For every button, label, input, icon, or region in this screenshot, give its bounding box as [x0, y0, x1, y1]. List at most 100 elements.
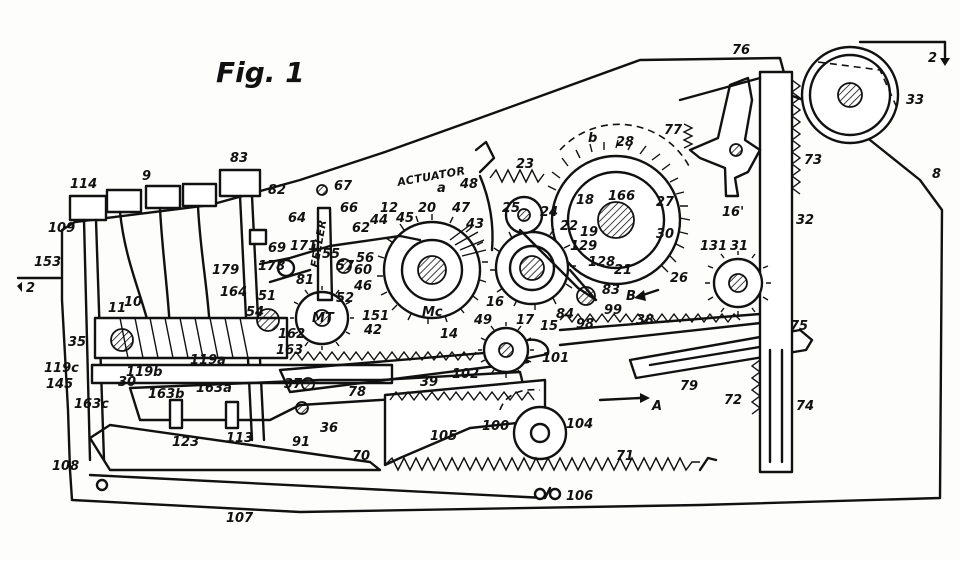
- label-16-prime: 16': [722, 205, 744, 220]
- arrow-A: [598, 393, 650, 403]
- label-21: 21: [614, 263, 632, 278]
- label-62: 62: [352, 221, 370, 236]
- label-119c: 119c: [44, 361, 79, 376]
- label-69: 69: [268, 241, 286, 256]
- label-28: 28: [616, 135, 634, 150]
- gear-16: [490, 224, 576, 310]
- label-19: 19: [580, 225, 598, 240]
- helix-shaft: [93, 308, 289, 360]
- label-38: 38: [636, 313, 654, 328]
- label-48: 48: [459, 177, 478, 192]
- rack-32: [750, 70, 802, 474]
- label-82: 82: [268, 183, 286, 198]
- label-129: 129: [570, 239, 597, 254]
- gear-131: [705, 251, 771, 315]
- label-98: 98: [576, 317, 594, 332]
- gear-27: [547, 123, 691, 286]
- label-44: 44: [369, 213, 388, 228]
- label-20: 20: [418, 201, 436, 216]
- label-163c: 163c: [74, 397, 109, 412]
- label-74: 74: [796, 399, 814, 414]
- svg-text:2: 2: [26, 281, 35, 296]
- label-84: 84: [556, 307, 574, 322]
- label-171: 171: [290, 239, 317, 254]
- label-164: 164: [220, 285, 247, 300]
- label-49: 49: [473, 313, 492, 328]
- label-153: 153: [34, 255, 61, 270]
- reference-numerals: 114 9 83 82 67 66 64 62 12 a 48 23 25 24…: [34, 43, 941, 526]
- label-71: 71: [616, 449, 634, 464]
- label-31: 31: [730, 239, 748, 254]
- label-51: 51: [258, 289, 276, 304]
- label-17: 17: [516, 313, 535, 328]
- label-162: 162: [278, 327, 305, 342]
- label-64: 64: [288, 211, 306, 226]
- label-101: 101: [542, 351, 569, 366]
- label-78: 78: [348, 385, 366, 400]
- label-109: 109: [48, 221, 75, 236]
- label-35: 35: [68, 335, 86, 350]
- label-22: 22: [560, 219, 578, 234]
- label-76: 76: [732, 43, 750, 58]
- feeler-gear: [290, 286, 354, 350]
- actuator-gear: [377, 214, 488, 324]
- label-8: 8: [932, 167, 941, 182]
- pawl-98: [518, 228, 598, 306]
- label-72: 72: [724, 393, 742, 408]
- label-b: b: [588, 131, 597, 146]
- label-91: 91: [292, 435, 310, 450]
- label-9: 9: [142, 169, 151, 184]
- label-119b: 119b: [126, 365, 162, 380]
- label-a: a: [437, 181, 446, 196]
- label-104: 104: [566, 417, 593, 432]
- arrow-B: [634, 288, 660, 301]
- label-56: 56: [356, 251, 374, 266]
- label-36: 36: [320, 421, 338, 436]
- label-54: 54: [246, 305, 264, 320]
- label-99: 99: [604, 303, 622, 318]
- label-55: 55: [322, 247, 340, 262]
- mt-word: MT: [312, 311, 335, 326]
- label-26: 26: [670, 271, 688, 286]
- label-81: 81: [296, 273, 314, 288]
- label-128: 128: [588, 255, 615, 270]
- label-23: 23: [516, 157, 534, 172]
- label-113: 113: [226, 431, 253, 446]
- label-42: 42: [363, 323, 382, 338]
- label-32: 32: [796, 213, 814, 228]
- spring-71: [384, 456, 718, 472]
- label-108: 108: [52, 459, 79, 474]
- label-39: 39: [420, 375, 438, 390]
- spring-23: [474, 140, 545, 252]
- label-30: 30: [656, 227, 674, 242]
- label-18: 18: [576, 193, 594, 208]
- label-179: 179: [212, 263, 239, 278]
- label-15: 15: [540, 319, 558, 334]
- roller-33: [800, 45, 900, 145]
- label-57: 57: [336, 259, 355, 274]
- label-77: 77: [664, 123, 683, 138]
- label-119a: 119a: [190, 353, 226, 368]
- label-178: 178: [258, 259, 285, 274]
- label-163: 163: [276, 343, 303, 358]
- rack-105: [383, 378, 568, 467]
- label-A: A: [651, 399, 662, 414]
- label-30b: 30: [118, 375, 136, 390]
- label-16: 16: [486, 295, 504, 310]
- label-163b: 163b: [148, 387, 184, 402]
- label-43: 43: [465, 217, 484, 232]
- label-79: 79: [680, 379, 698, 394]
- label-70: 70: [352, 449, 370, 464]
- label-33: 33: [906, 93, 924, 108]
- label-27: 27: [656, 195, 675, 210]
- label-114: 114: [70, 177, 97, 192]
- feeler-lever: [248, 184, 422, 302]
- label-52: 52: [336, 291, 354, 306]
- label-45: 45: [395, 211, 414, 226]
- pinion-102: [478, 322, 550, 378]
- figure-title: Fig. 1: [216, 56, 305, 89]
- svg-text:2: 2: [928, 51, 937, 66]
- label-47: 47: [451, 201, 471, 216]
